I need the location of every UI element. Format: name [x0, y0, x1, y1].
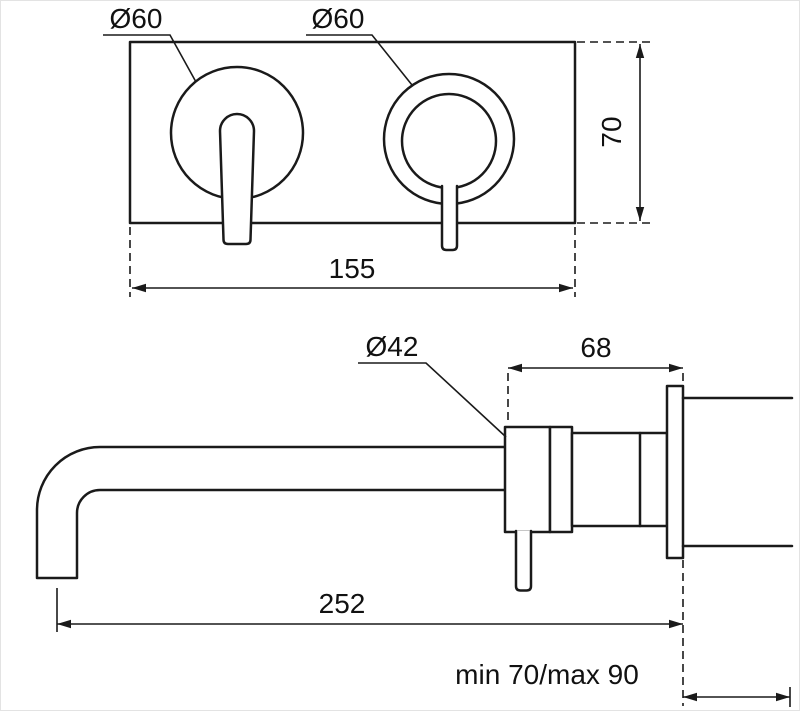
leader-body-diameter [358, 362, 507, 438]
spout [35, 445, 508, 580]
left-handle-lever [218, 112, 256, 246]
dim-label-body-depth: 68 [580, 332, 611, 363]
mixer-body-ring [548, 425, 574, 534]
side-handle-stem [514, 529, 533, 592]
side-view: Ø42 68 252 min 70/max 90 [35, 331, 794, 707]
mixer-body-rear-section [570, 431, 669, 528]
dim-label-body-diameter: Ø42 [366, 331, 419, 362]
wall-flange [665, 384, 685, 560]
front-view: Ø60 Ø60 70 155 [103, 3, 651, 297]
right-handle-stem [440, 184, 459, 252]
leader-right-handle-diameter [306, 34, 413, 86]
wall-plate [128, 40, 577, 225]
dim-label-right-handle-diameter: Ø60 [312, 3, 365, 34]
leader-left-handle-diameter [103, 34, 197, 83]
mixer-body-front-section [503, 425, 552, 534]
dim-label-spout-reach: 252 [319, 588, 366, 619]
dim-label-wall-depth-range: min 70/max 90 [455, 659, 639, 690]
right-handle-inner-circle [400, 92, 498, 190]
dim-label-left-handle-diameter: Ø60 [110, 3, 163, 34]
dim-label-plate-width: 155 [329, 253, 376, 284]
dim-label-plate-height: 70 [596, 116, 627, 147]
